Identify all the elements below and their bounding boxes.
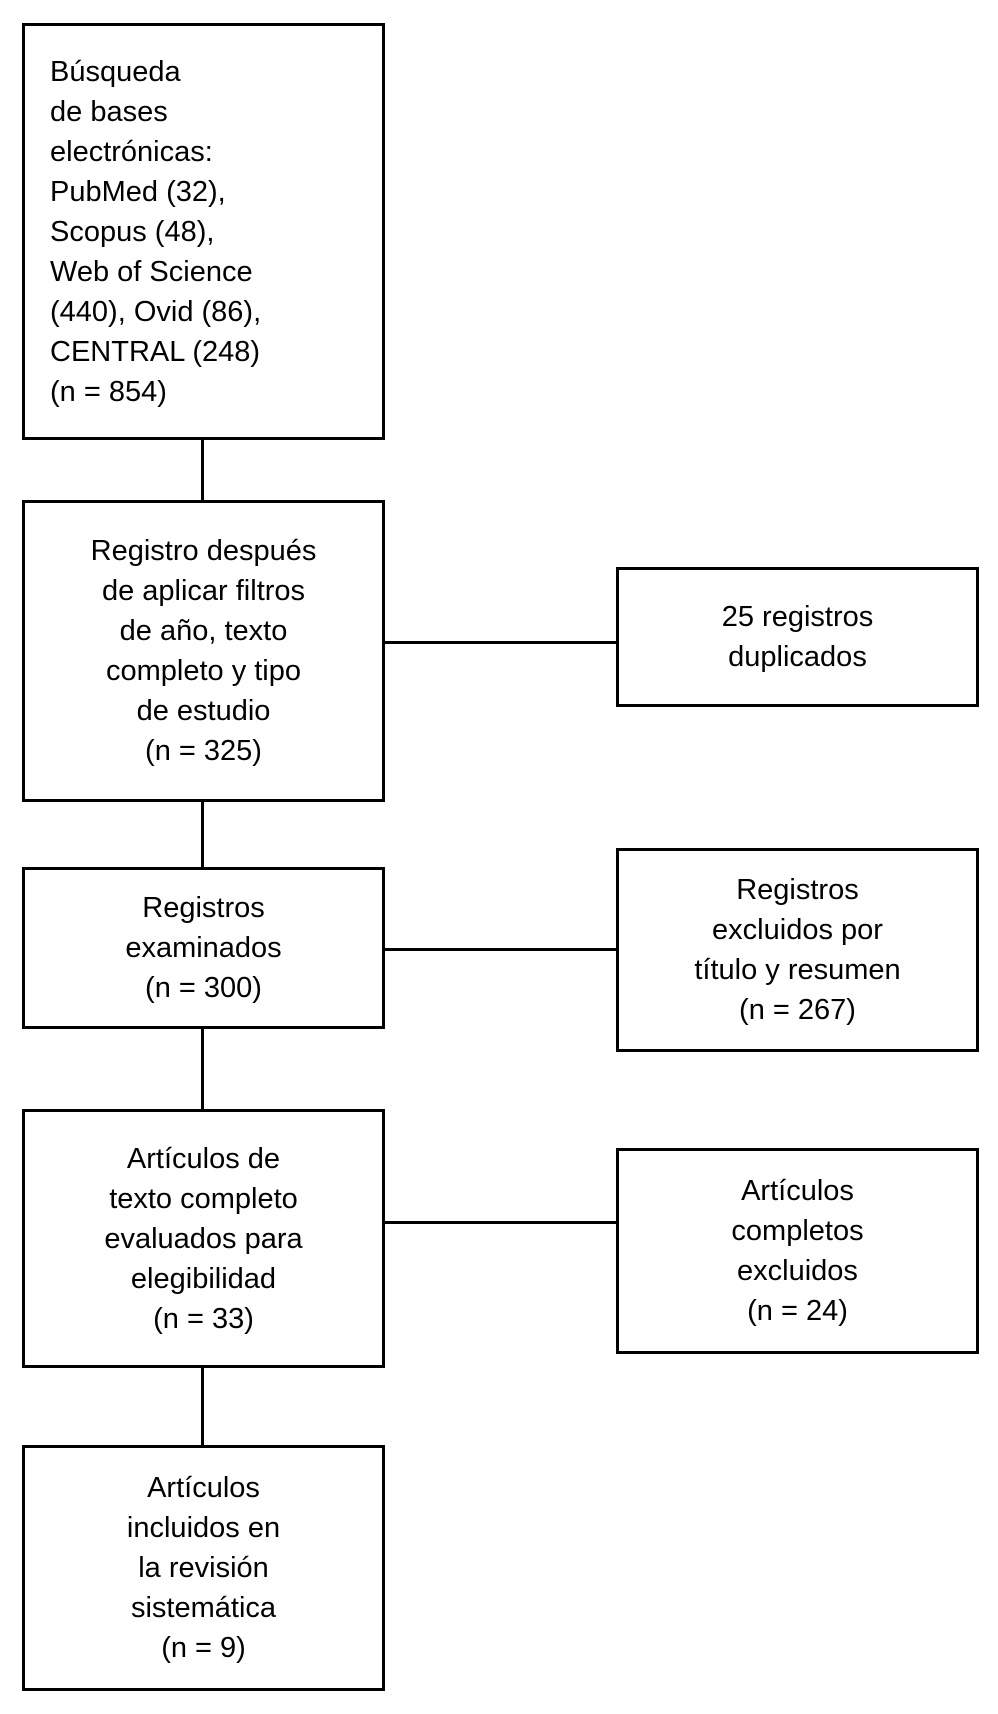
connector-screened-to-excluded xyxy=(384,948,618,951)
flow-box-duplicates-text: 25 registros duplicados xyxy=(721,601,874,673)
flow-box-screened: Registros examinados (n = 300) xyxy=(22,867,385,1029)
connector-screened-to-fulltext xyxy=(201,1027,204,1111)
flow-box-fulltext-assessed-text: Artículos de texto completo evaluados pa… xyxy=(104,1142,303,1335)
flow-box-included: Artículos incluidos en la revisión siste… xyxy=(22,1445,385,1691)
flow-box-search-text: Búsqueda de bases electrónicas: PubMed (… xyxy=(50,55,262,408)
flow-box-search: Búsqueda de bases electrónicas: PubMed (… xyxy=(22,23,385,440)
connector-filtered-to-screened xyxy=(201,800,204,869)
connector-search-to-filtered xyxy=(201,438,204,502)
flow-box-included-text: Artículos incluidos en la revisión siste… xyxy=(126,1472,281,1664)
connector-filtered-to-duplicates xyxy=(384,641,618,644)
flow-box-excluded-title-abstract: Registros excluidos por título y resumen… xyxy=(616,848,979,1052)
flow-box-duplicates: 25 registros duplicados xyxy=(616,567,979,707)
flow-box-filtered-text: Registro después de aplicar filtros de a… xyxy=(90,535,317,767)
connector-fulltext-to-included xyxy=(201,1366,204,1447)
flow-box-excluded-fulltext-text: Artículos completos excluidos (n = 24) xyxy=(731,1175,864,1327)
flow-box-excluded-fulltext: Artículos completos excluidos (n = 24) xyxy=(616,1148,979,1354)
flow-box-excluded-title-abstract-text: Registros excluidos por título y resumen… xyxy=(694,874,901,1026)
flow-box-fulltext-assessed: Artículos de texto completo evaluados pa… xyxy=(22,1109,385,1368)
connector-fulltext-to-excluded xyxy=(384,1221,618,1224)
flow-box-filtered: Registro después de aplicar filtros de a… xyxy=(22,500,385,802)
flow-box-screened-text: Registros examinados (n = 300) xyxy=(125,892,282,1004)
